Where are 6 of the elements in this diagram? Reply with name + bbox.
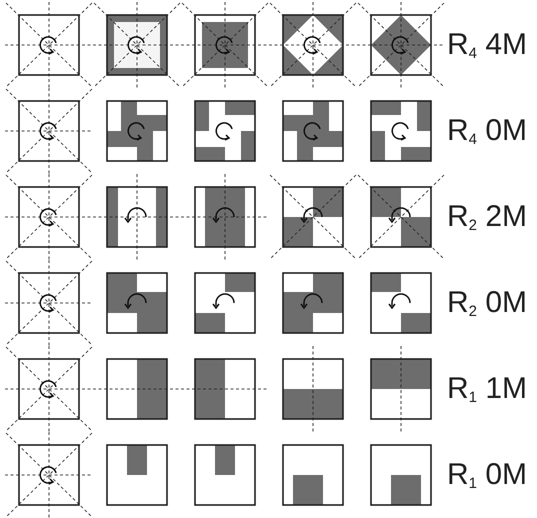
- symmetry-label: R$_{4}$ 0M: [447, 116, 528, 146]
- symmetry-label: R$_{2}$ 0M: [447, 288, 528, 318]
- symmetry-label: R$_{4}$ 4M: [447, 30, 528, 60]
- symmetry-label: R$_{2}$ 2M: [447, 202, 528, 232]
- symmetry-label: R$_{1}$ 1M: [447, 374, 528, 404]
- symmetry-label: R$_{1}$ 0M: [447, 460, 528, 490]
